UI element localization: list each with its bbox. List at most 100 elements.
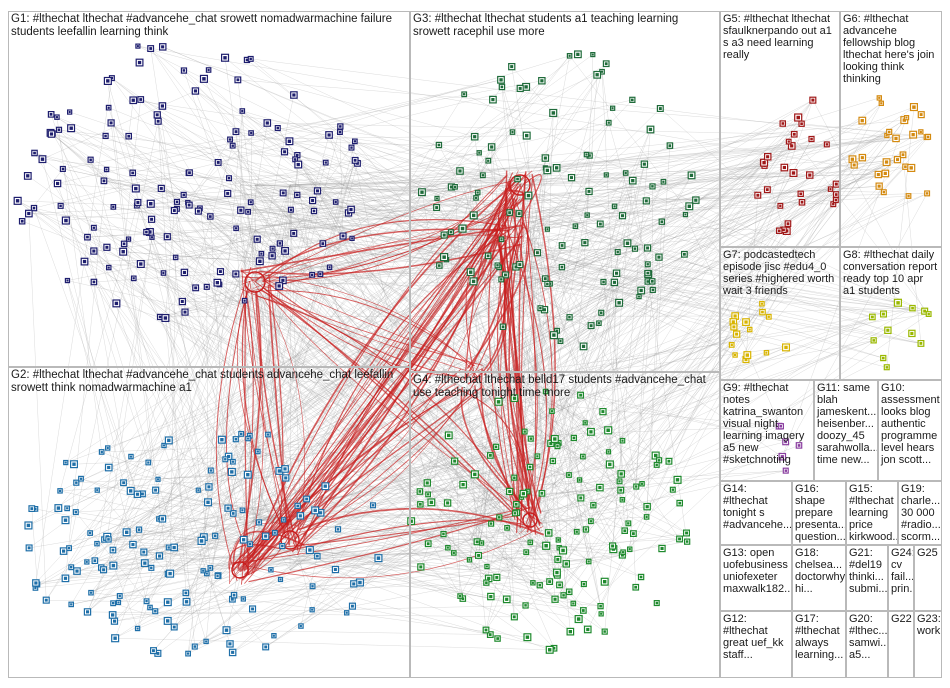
node-fill xyxy=(327,133,331,137)
group-panel-g12[interactable]: G12: #lthechat great uef_kk staff... xyxy=(720,611,792,678)
edge xyxy=(239,228,463,541)
group-panel-g6[interactable]: G6: #lthechat advancehe fellowship blog … xyxy=(840,11,942,247)
node-fill xyxy=(142,550,146,554)
edge xyxy=(622,502,680,553)
group-panel-g9[interactable]: G9: #lthechat notes katrina_swanton visu… xyxy=(720,380,814,481)
edge xyxy=(509,316,873,492)
edge xyxy=(561,155,590,246)
group-label-g6: G6: #lthechat advancehe fellowship blog … xyxy=(843,13,935,85)
node-fill xyxy=(426,493,430,496)
node-fill xyxy=(104,134,107,138)
node-fill xyxy=(159,186,163,190)
node-fill xyxy=(419,503,422,506)
group-panel-g22[interactable]: G22 xyxy=(888,611,914,678)
node-fill xyxy=(188,171,191,175)
node-fill xyxy=(453,185,457,189)
node-fill xyxy=(850,157,854,161)
edge xyxy=(123,482,533,583)
edge xyxy=(226,630,491,635)
edge xyxy=(491,55,570,148)
edge xyxy=(562,245,929,315)
group-panel-g4[interactable]: G4: #lthechat lthechat belld17 students … xyxy=(410,372,720,678)
node-fill xyxy=(145,230,148,234)
edge xyxy=(137,45,475,137)
group-panel-g15[interactable]: G15: #lthechat learning price kirkwood..… xyxy=(846,481,898,545)
edge xyxy=(175,229,511,258)
node-fill xyxy=(345,611,348,614)
group-label-g10: G10: assessment looks blog authentic pro… xyxy=(881,382,940,466)
group-panel-g14[interactable]: G14: #lthechat tonight s #advancehe... xyxy=(720,481,792,545)
edge xyxy=(519,229,601,607)
group-panel-g2[interactable]: G2: #lthechat lthechat #advancehe_chat s… xyxy=(8,367,410,678)
node-fill xyxy=(351,237,354,240)
group-panel-g1[interactable]: G1: #lthechat lthechat #advancehe_chat s… xyxy=(8,11,410,367)
node-fill xyxy=(543,277,547,280)
group-panel-g19[interactable]: G19: charle... 30 000 #radio... scorm... xyxy=(898,481,942,545)
group-panel-g13[interactable]: G13: open uofebusiness uniofexeter maxwa… xyxy=(720,545,792,611)
edge xyxy=(67,280,138,495)
edge xyxy=(529,229,550,582)
node-fill xyxy=(308,548,312,552)
group-panel-g23[interactable]: G23: work xyxy=(914,611,942,678)
node-fill xyxy=(556,557,560,561)
group-panel-g5[interactable]: G5: #lthechat lthechat sfaulknerpando ou… xyxy=(720,11,840,247)
edge xyxy=(782,193,928,457)
edge xyxy=(186,470,786,602)
edge xyxy=(254,174,879,186)
edge xyxy=(272,255,929,315)
node-fill xyxy=(852,163,856,167)
node-fill xyxy=(216,574,219,577)
group-panel-g11[interactable]: G11: same blah jameskent... heisenber...… xyxy=(814,380,878,481)
node-fill xyxy=(592,504,595,507)
node-fill xyxy=(224,628,229,632)
node-fill xyxy=(639,288,643,293)
strong-edge xyxy=(243,198,521,567)
edge xyxy=(254,184,492,524)
group-panel-g18[interactable]: G18: chelsea... doctorwhy hi... xyxy=(792,545,846,611)
group-panel-g16[interactable]: G16: shape prepare presenta... question.… xyxy=(792,481,846,545)
edge xyxy=(71,519,471,605)
edge xyxy=(335,184,471,203)
node-fill xyxy=(143,561,147,565)
edge xyxy=(561,243,628,268)
node-fill xyxy=(163,316,168,320)
strong-edge xyxy=(253,367,484,559)
group-panel-g3[interactable]: G3: #lthechat lthechat students a1 teach… xyxy=(410,11,720,372)
edge xyxy=(139,529,471,571)
edge xyxy=(198,210,913,309)
edge xyxy=(207,94,295,503)
self-loop xyxy=(244,271,266,293)
node-fill xyxy=(683,252,686,256)
node-fill xyxy=(613,205,616,208)
edge xyxy=(76,474,248,483)
edge xyxy=(519,321,734,541)
group-panel-g7[interactable]: G7: podcastedtech episode jisc #edu4_0 s… xyxy=(720,247,840,380)
edge xyxy=(658,257,899,303)
edge xyxy=(58,129,437,208)
node-fill xyxy=(501,325,505,329)
group-panel-g20[interactable]: G20: #lthec... samwi... a5... xyxy=(846,611,888,678)
edge xyxy=(352,605,555,649)
edge xyxy=(239,184,464,485)
group-label-g21: G21: #del19 thinki... submi... xyxy=(849,547,888,595)
edge xyxy=(232,184,291,462)
group-panel-g10[interactable]: G10: assessment looks blog authentic pro… xyxy=(878,380,942,481)
node-fill xyxy=(324,161,327,164)
group-panel-g25[interactable]: G25 xyxy=(914,545,942,611)
edge xyxy=(118,229,256,603)
edge xyxy=(254,209,352,231)
node-fill xyxy=(498,516,501,519)
node-fill xyxy=(292,93,296,97)
edge xyxy=(339,131,344,237)
group-panel-g21[interactable]: G21: #del19 thinki... submi... xyxy=(846,545,888,611)
node-fill xyxy=(92,280,96,284)
node-fill xyxy=(193,89,197,93)
group-panel-g8[interactable]: G8: #lthechat daily conversation report … xyxy=(840,247,942,380)
group-panel-g24[interactable]: G24: cv fail... prin... xyxy=(888,545,914,611)
edge xyxy=(519,184,625,531)
node-fill xyxy=(518,86,522,90)
strong-edge xyxy=(237,290,288,539)
group-panel-g17[interactable]: G17: #lthechat always learning... xyxy=(792,611,846,678)
node-fill xyxy=(655,601,659,605)
node-fill xyxy=(735,332,739,336)
